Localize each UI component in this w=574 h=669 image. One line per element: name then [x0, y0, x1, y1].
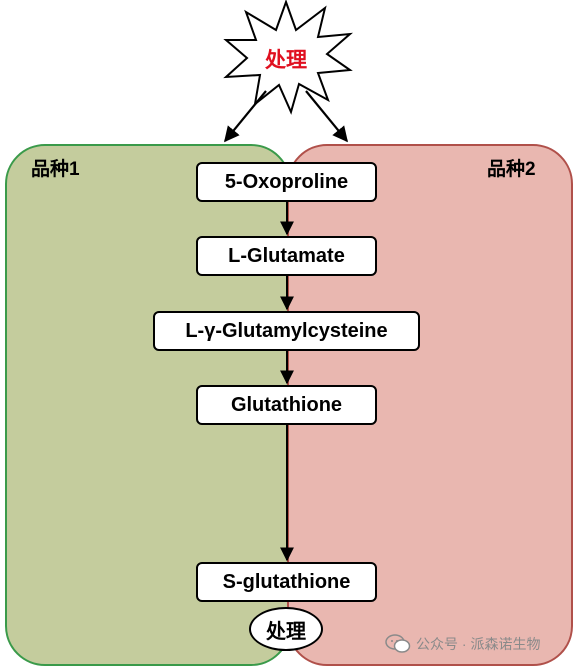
variety-1-label: 品种1 [31, 159, 80, 180]
node-s-glutathione: S-glutathione [196, 562, 377, 602]
watermark: 公众号 · 派森诺生物 [385, 634, 540, 654]
arrow-to-variety-1 [224, 90, 267, 143]
watermark-text: 公众号 · 派森诺生物 [416, 636, 541, 652]
arrow-to-variety-2 [305, 90, 348, 143]
treatment-starburst [223, 0, 354, 115]
node-5-oxoproline: 5-Oxoproline [196, 162, 377, 202]
node-l-gamma-glutamylcysteine: L-γ-Glutamylcysteine [153, 311, 420, 351]
wechat-icon [385, 634, 411, 653]
variety-2-label: 品种2 [487, 159, 536, 180]
node-glutathione: Glutathione [196, 385, 377, 425]
node-l-glutamate: L-Glutamate [196, 236, 377, 276]
treatment-bottom-oval: 处理 [249, 607, 323, 651]
treatment-top-label: 处理 [265, 49, 307, 72]
